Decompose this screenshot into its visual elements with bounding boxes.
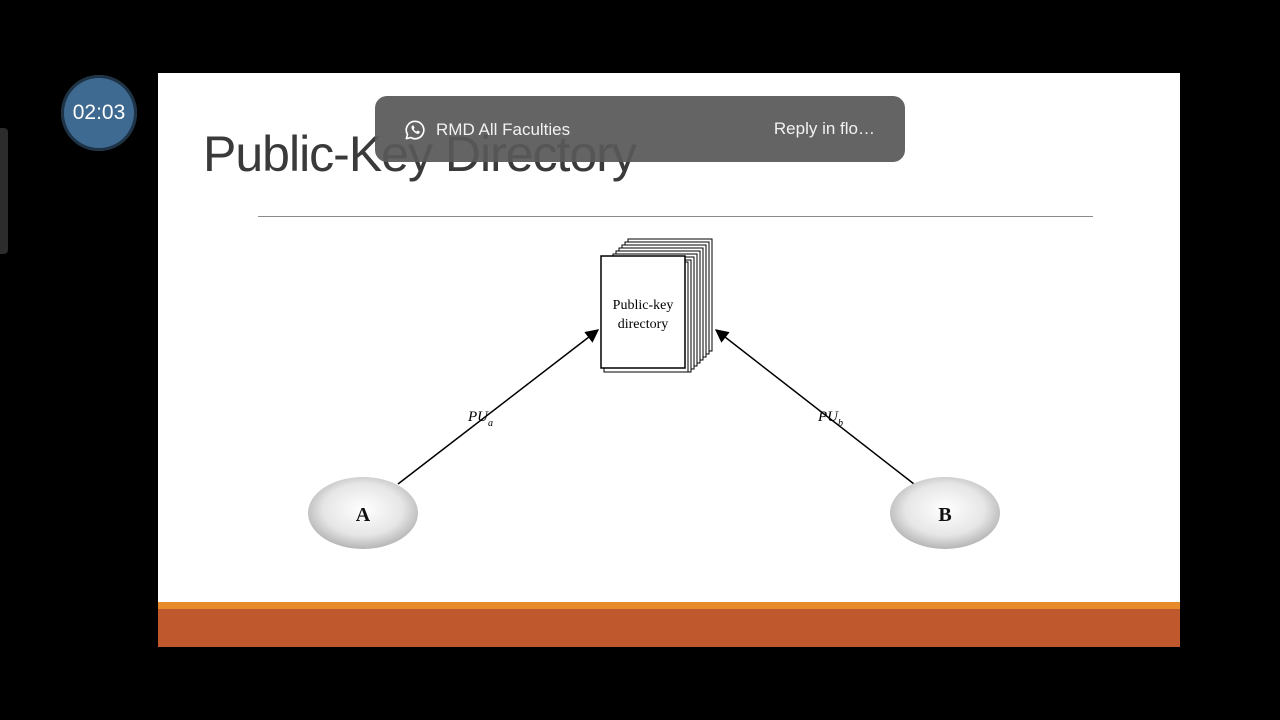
node-b-label: B (938, 504, 951, 526)
edge-b-to-directory (714, 329, 915, 485)
recording-timer-badge[interactable]: 02:03 (61, 75, 137, 151)
notification-banner[interactable]: RMD All Faculties Reply in flo… (375, 96, 905, 162)
title-divider (258, 216, 1093, 217)
footer-accent-stripe (158, 602, 1180, 609)
directory-label-line2: directory (618, 317, 669, 332)
edge-panel-handle[interactable] (0, 128, 8, 254)
node-a-label: A (356, 504, 371, 526)
footer-band (158, 609, 1180, 647)
whatsapp-icon (405, 120, 425, 140)
directory-label-line1: Public-key (613, 298, 674, 313)
notification-title: RMD All Faculties (436, 120, 571, 139)
node-a (308, 477, 418, 549)
edge-label-pu-b: PUb (817, 409, 843, 429)
directory-book-icon (600, 238, 713, 373)
edge-a-to-directory (397, 329, 600, 485)
node-b (890, 477, 1000, 549)
edge-label-pu-a: PUa (467, 409, 493, 429)
reply-in-floating-window-button[interactable]: Reply in flo… (773, 119, 875, 138)
public-key-directory-diagram: Public-key directory PUa PUb A B (308, 238, 1000, 549)
